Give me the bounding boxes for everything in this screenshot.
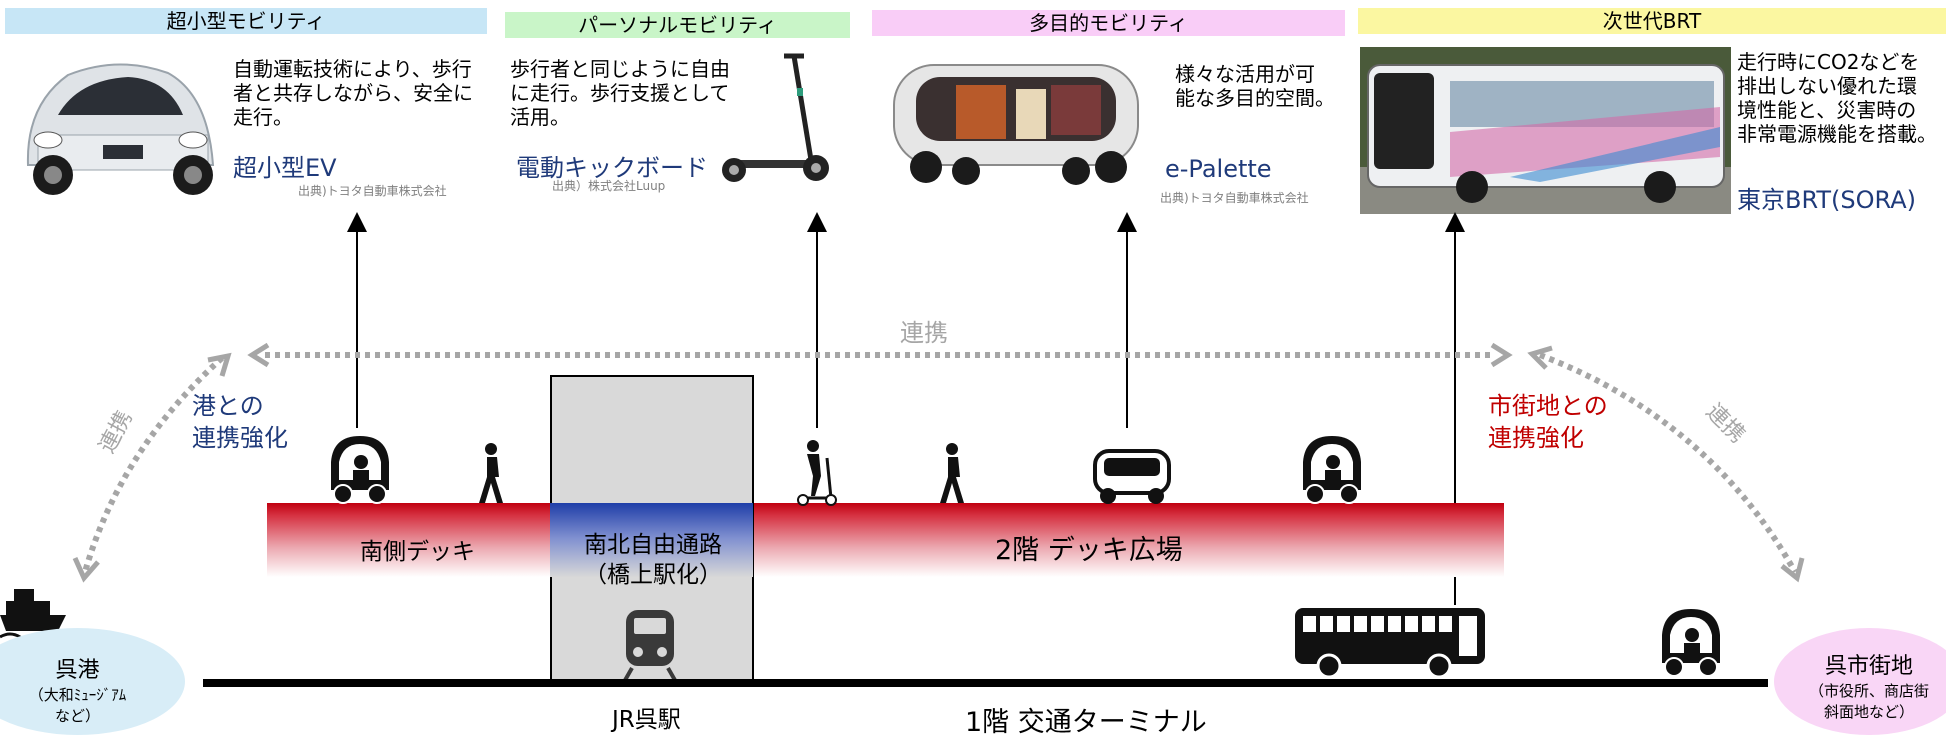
micro-ev-icon-1	[331, 436, 389, 504]
brt-bus-photo	[1360, 47, 1731, 214]
brt-description: 走行時にCO2などを 排出しない優れた環 境性能と、災害時の 非常電源機能を搭載…	[1737, 50, 1937, 146]
kickboard-rider-icon	[797, 440, 837, 506]
link-arrow-right-curve	[1538, 352, 1798, 574]
kure-city-circle: 呉市街地 （市役所、商店街 斜面地など）	[1774, 628, 1946, 735]
e-palette-icon	[1093, 449, 1171, 504]
link-label-top: 連携	[900, 319, 948, 347]
deck-plaza	[752, 503, 1504, 577]
e-palette-source: 出典)トヨタ自動車株式会社	[1160, 191, 1309, 205]
city-link-label: 市街地との 連携強化	[1488, 392, 1608, 452]
micro-ev-description: 自動運転技術により、歩行 者と共存しながら、安全に 走行。	[233, 57, 473, 129]
header-next-gen-brt: 次世代BRT	[1358, 8, 1946, 34]
free-passage	[550, 503, 753, 577]
micro-ev-source: 出典)トヨタ自動車株式会社	[298, 184, 447, 198]
kickboard-photo	[722, 53, 829, 182]
brt-name: 東京BRT(SORA)	[1737, 186, 1917, 214]
micro-ev-icon-3	[1662, 609, 1720, 677]
port-link-label: 港との 連携強化	[192, 392, 288, 452]
micro-ev-icon-2	[1303, 436, 1361, 504]
south-deck	[267, 503, 552, 577]
header-micro-mobility: 超小型モビリティ	[5, 8, 487, 34]
terminal-label: 1階 交通ターミナル	[965, 707, 1207, 738]
kickboard-name: 電動キックボード	[516, 154, 708, 182]
micro-ev-name: 超小型EV	[233, 154, 337, 182]
kickboard-source: 出典）株式会社Luup	[552, 179, 666, 193]
e-palette-name: e-Palette	[1165, 155, 1272, 183]
pedestrian-icon-1	[479, 443, 503, 503]
header-personal-mobility: パーソナルモビリティ	[505, 12, 850, 38]
kure-port-circle: 呉港 （大和ﾐｭｰｼﾞｱﾑ など）	[0, 628, 185, 735]
kickboard-description: 歩行者と同じように自由 に走行。歩行支援として 活用。	[510, 57, 730, 129]
link-arrow-left-curve	[82, 355, 225, 573]
header-multipurpose-mobility: 多目的モビリティ	[872, 10, 1345, 36]
bus-icon	[1295, 608, 1485, 679]
e-palette-description: 様々な活用が可 能な多目的空間。	[1175, 62, 1335, 110]
pedestrian-icon-2	[940, 443, 964, 503]
e-palette-photo	[893, 64, 1139, 185]
deck-plaza-label: 2階 デッキ広場	[995, 535, 1183, 566]
micro-ev-photo	[8, 45, 230, 205]
jr-station-label: JR呉駅	[612, 707, 681, 733]
ground-line	[203, 679, 1768, 687]
train-icon	[622, 610, 678, 683]
free-passage-label: 南北自由通路 （橋上駅化）	[584, 532, 722, 588]
south-deck-label: 南側デッキ	[360, 539, 475, 565]
